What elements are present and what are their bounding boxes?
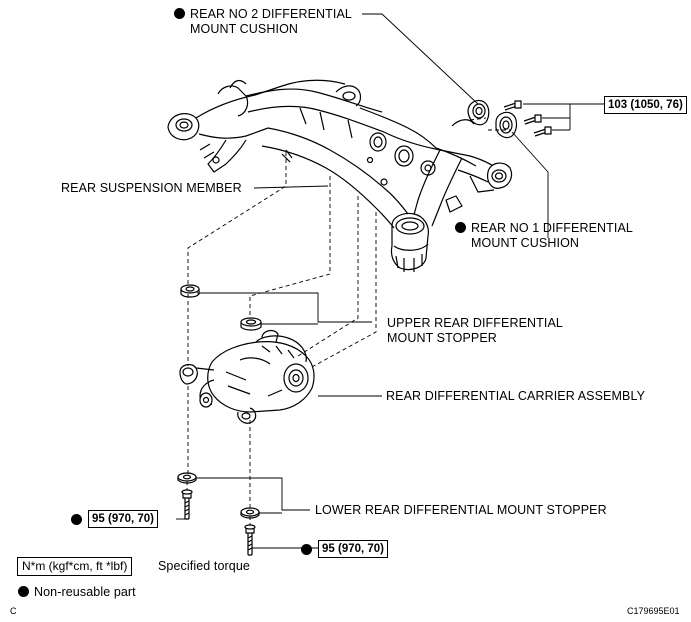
label-no1-line1: REAR NO 1 DIFFERENTIAL [471, 221, 633, 235]
non-reusable-bullet-icon [455, 222, 466, 233]
label-lower-mount-stopper: LOWER REAR DIFFERENTIAL MOUNT STOPPER [315, 503, 607, 517]
torque-spec-upper-right: 103 (1050, 76) [604, 96, 687, 114]
figure-code: C179695E01 [627, 606, 680, 616]
label-differential-carrier-assembly: REAR DIFFERENTIAL CARRIER ASSEMBLY [386, 389, 646, 403]
upper-mount-stoppers-drawing [180, 284, 262, 331]
label-no2-line2: MOUNT CUSHION [190, 22, 299, 36]
rear-differential-carrier-drawing [179, 329, 315, 424]
label-rear-no1-mount-cushion: REAR NO 1 DIFFERENTIAL MOUNT CUSHION [455, 221, 633, 251]
lower-bolts-drawing [181, 489, 256, 556]
non-reusable-bullet-icon [301, 544, 312, 555]
legend-non-reusable: Non-reusable part [18, 585, 136, 600]
lower-mount-stoppers-drawing [177, 472, 260, 519]
label-upper-line1: UPPER REAR DIFFERENTIAL [387, 316, 563, 330]
rear-suspension-member-drawing [167, 79, 513, 272]
rear-no1-differential-mount-cushion-drawing [495, 111, 518, 139]
legend-torque-units-box: N*m (kgf*cm, ft *lbf) [17, 557, 133, 576]
label-rear-suspension-member: REAR SUSPENSION MEMBER [61, 181, 242, 195]
upper-right-bolts-drawing [503, 100, 552, 137]
legend-torque-description: Specified torque [158, 559, 250, 573]
label-rear-no2-mount-cushion: REAR NO 2 DIFFERENTIAL MOUNT CUSHION [174, 7, 352, 37]
label-upper-line2: MOUNT STOPPER [387, 331, 497, 345]
legend-non-reusable-text: Non-reusable part [34, 585, 136, 599]
non-reusable-bullet-icon [71, 514, 82, 525]
rear-no2-differential-mount-cushion-drawing [467, 99, 490, 126]
label-upper-mount-stopper: UPPER REAR DIFFERENTIAL MOUNT STOPPER [387, 316, 563, 346]
leader-lines [176, 13, 604, 549]
non-reusable-bullet-icon [174, 8, 185, 19]
alignment-dashed-lines [186, 117, 510, 525]
corner-letter: C [10, 606, 17, 616]
label-no2-line1: REAR NO 2 DIFFERENTIAL [190, 7, 352, 21]
torque-spec-lower-left: 95 (970, 70) [88, 510, 159, 528]
torque-spec-lower-right: 95 (970, 70) [318, 540, 389, 558]
label-no1-line2: MOUNT CUSHION [471, 236, 580, 250]
non-reusable-bullet-icon [18, 586, 29, 597]
